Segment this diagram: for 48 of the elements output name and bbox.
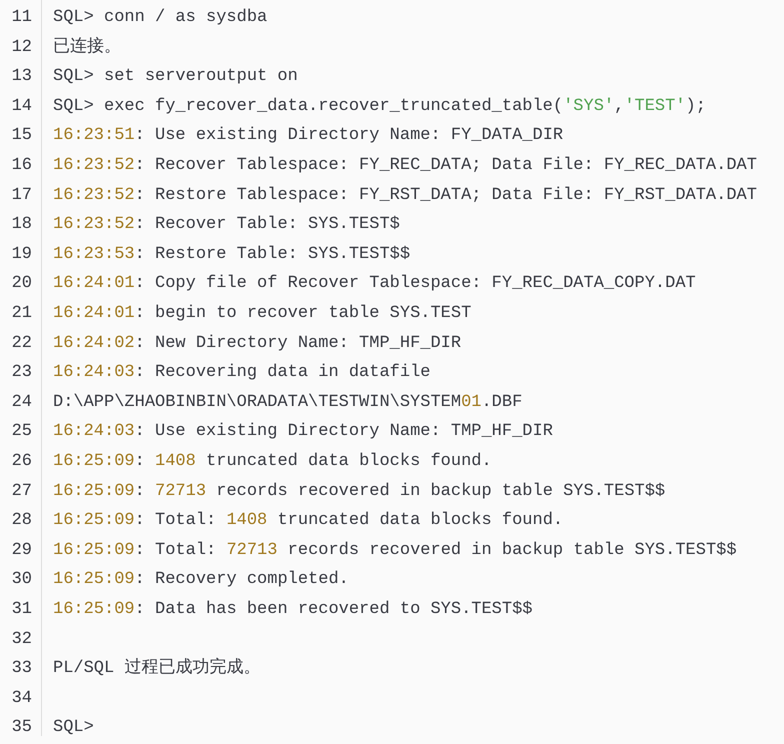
line-number: 33 <box>10 659 32 680</box>
line-number: 24 <box>10 392 32 413</box>
line-number: 31 <box>10 600 32 620</box>
line-number: 28 <box>10 511 32 532</box>
line-number: 21 <box>10 304 32 324</box>
code-line: 16:23:52: Recover Table: SYS.TEST$ <box>53 215 400 236</box>
code-line: 16:23:51: Use existing Directory Name: FY_DATA_DIR <box>53 126 564 146</box>
line-number: 34 <box>10 688 32 709</box>
code-line: 16:24:01: Copy file of Recover Tablespace: FY_REC_DATA_COPY.DAT <box>53 274 696 294</box>
code-line: SQL> <box>53 718 94 738</box>
code-line: 16:25:09: Total: 1408 truncated data blocks found. <box>53 511 564 532</box>
code-line: D:\APP\ZHAOBINBIN\ORADATA\TESTWIN\SYSTEM01.DBF <box>53 392 522 413</box>
code-line: 16:24:03: Use existing Directory Name: TMP_HF_DIR <box>53 422 553 442</box>
line-number: 26 <box>10 452 32 472</box>
line-number: 19 <box>10 244 32 265</box>
line-number: 17 <box>10 186 32 206</box>
code-line: SQL> conn / as sysdba <box>53 8 268 28</box>
code-line: 16:24:01: begin to recover table SYS.TEST <box>53 304 472 324</box>
line-number: 11 <box>10 8 32 28</box>
line-number: 29 <box>10 540 32 561</box>
line-number: 18 <box>10 215 32 236</box>
code-line: SQL> exec fy_recover_data.recover_truncated_table('SYS','TEST'); <box>53 96 706 117</box>
line-number: 35 <box>10 718 32 738</box>
code-line: 16:23:52: Recover Tablespace: FY_REC_DATA; Data File: FY_REC_DATA.DAT <box>53 156 757 176</box>
line-number: 22 <box>10 334 32 354</box>
line-number: 16 <box>10 156 32 176</box>
line-number: 23 <box>10 363 32 384</box>
code-line: 16:24:03: Recovering data in datafile <box>53 363 430 384</box>
code-line: 16:25:09: Recovery completed. <box>53 570 349 590</box>
line-number: 30 <box>10 570 32 590</box>
line-number: 15 <box>10 126 32 146</box>
code-line: 16:23:52: Restore Tablespace: FY_RST_DATA; Data File: FY_RST_DATA.DAT <box>53 186 757 206</box>
line-number: 14 <box>10 96 32 117</box>
code-line: 16:25:09: 72713 records recovered in backup table SYS.TEST$$ <box>53 482 666 502</box>
code-line: 16:25:09: Data has been recovered to SYS.TEST$$ <box>53 600 532 620</box>
line-number: 32 <box>10 630 32 650</box>
code-line: SQL> set serveroutput on <box>53 67 298 88</box>
code-line: 16:23:53: Restore Table: SYS.TEST$$ <box>53 244 410 265</box>
line-number: 20 <box>10 274 32 294</box>
code-line: 已连接。 <box>53 38 121 58</box>
code-line: 16:25:09: Total: 72713 records recovered in backup table SYS.TEST$$ <box>53 540 737 561</box>
line-number: 12 <box>10 38 32 58</box>
line-number: 13 <box>10 67 32 88</box>
line-number: 27 <box>10 482 32 502</box>
line-number: 25 <box>10 422 32 442</box>
code-line: 16:25:09: 1408 truncated data blocks found. <box>53 452 492 472</box>
code-line: 16:24:02: New Directory Name: TMP_HF_DIR <box>53 334 462 354</box>
code-line: PL/SQL 过程已成功完成。 <box>53 659 260 680</box>
